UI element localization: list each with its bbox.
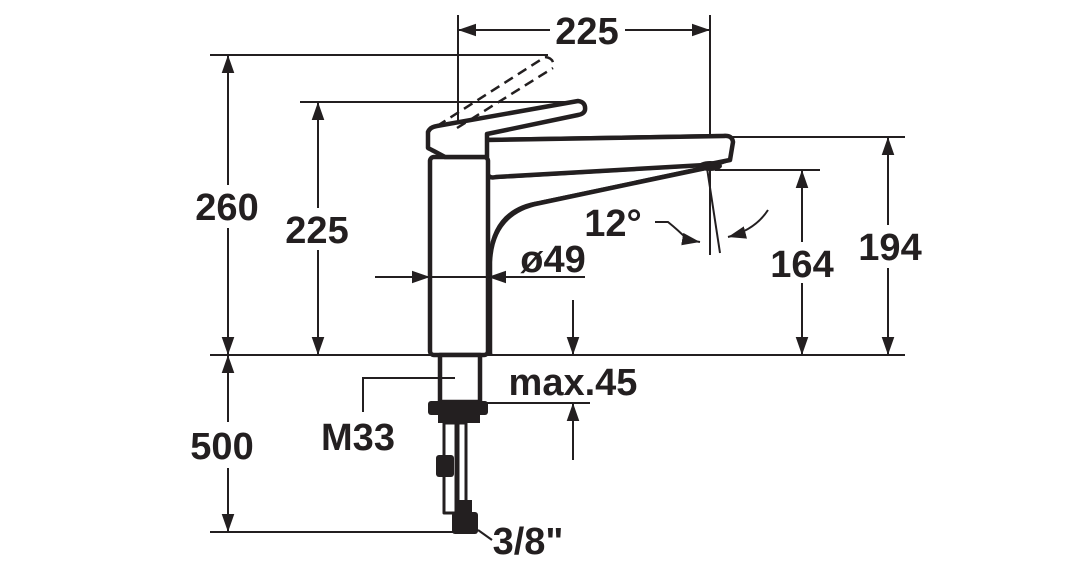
dim-hose-length: 500 xyxy=(190,355,254,532)
reference-lines xyxy=(210,15,905,533)
dim-connection: 3/8" xyxy=(477,521,564,563)
label-164: 164 xyxy=(770,244,833,286)
dim-spout-reach: 225 xyxy=(458,11,710,53)
dim-total-height: 260 xyxy=(195,55,259,355)
label-max-45: max.45 xyxy=(509,362,638,404)
dim-thread: M33 xyxy=(321,377,455,459)
label-260: 260 xyxy=(195,187,258,229)
dim-diameter: ø49 xyxy=(375,239,586,284)
label-3-8-inch: 3/8" xyxy=(493,521,564,563)
label-m33: M33 xyxy=(321,417,395,459)
faucet-body xyxy=(425,55,736,358)
label-225-reach: 225 xyxy=(555,11,618,53)
dim-spout-height: 194 xyxy=(858,137,922,355)
label-500: 500 xyxy=(190,426,253,468)
dim-angle: 12° xyxy=(584,167,769,254)
dim-deck-thickness: max.45 xyxy=(487,300,637,460)
dim-outlet-height: 164 xyxy=(770,170,834,355)
label-225-height: 225 xyxy=(285,210,348,252)
label-194: 194 xyxy=(858,227,921,269)
label-diameter: ø49 xyxy=(520,239,585,281)
dim-lever-height: 225 xyxy=(285,102,349,355)
faucet-tailpiece xyxy=(428,352,488,534)
label-12-degrees: 12° xyxy=(584,203,641,245)
aerator xyxy=(698,161,722,171)
